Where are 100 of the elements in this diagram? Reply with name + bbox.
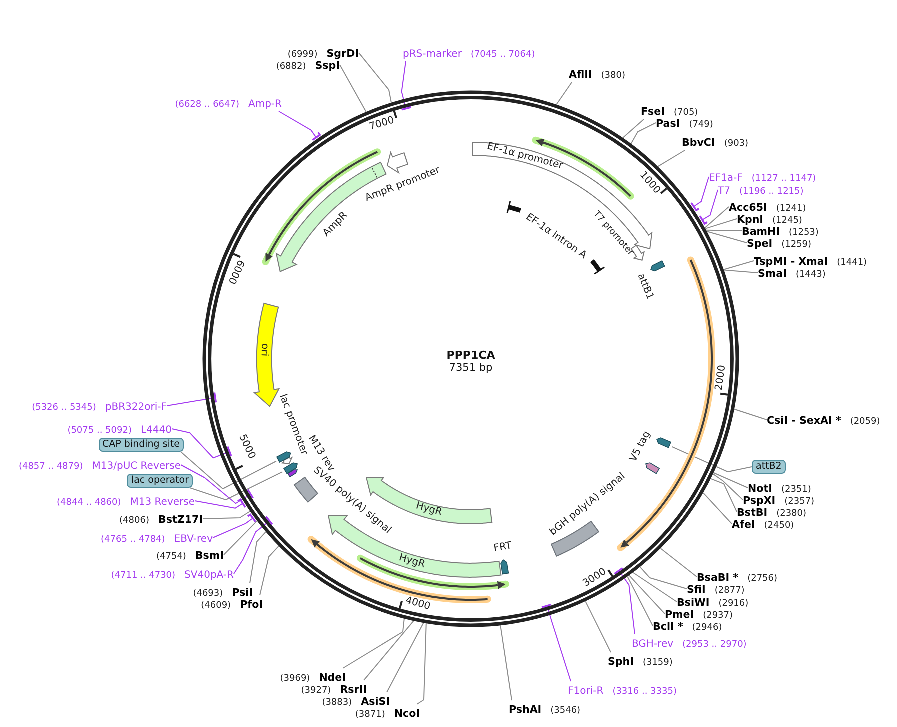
- enzyme-name: SpeI: [747, 238, 773, 250]
- leader-line: [704, 206, 730, 229]
- enzyme-name: AflII: [569, 68, 592, 80]
- enzyme-name: BclI *: [653, 620, 684, 632]
- cut-site-position: (3883): [322, 698, 352, 708]
- enzyme-name: RsrII: [340, 684, 367, 696]
- leader-line: [386, 622, 424, 693]
- cut-site-position: (2380): [776, 508, 807, 518]
- leader-line: [724, 260, 754, 270]
- enzyme-name: KpnI: [737, 214, 764, 226]
- cut-site-position: (903): [724, 138, 749, 148]
- primer-name: T7: [718, 186, 730, 196]
- leader-line: [632, 572, 678, 602]
- cut-site-position: (1253): [788, 228, 819, 238]
- cut-site-position: (380): [601, 70, 626, 80]
- leader-line: [278, 111, 321, 142]
- primer-position: (5075 .. 5092): [68, 426, 132, 436]
- primer-name: F1ori-R: [568, 686, 604, 696]
- enzyme-name: SmaI: [758, 268, 787, 280]
- primer-name: SV40pA-R: [184, 570, 234, 580]
- enzyme-name: FseI: [641, 106, 665, 118]
- cut-site-position: (3871): [355, 710, 386, 720]
- feature-marker: [282, 462, 298, 475]
- primer-position: (3316 .. 3335): [612, 686, 677, 696]
- leader-line: [416, 623, 427, 705]
- cut-site-position: (1245): [772, 216, 802, 226]
- enzyme-name: CsiI - SexAI *: [767, 414, 842, 426]
- enzyme-name: SspI: [315, 60, 340, 72]
- leader-line: [699, 190, 718, 225]
- primer-position: (1196 .. 1215): [739, 186, 804, 196]
- cut-site-position: (1259): [782, 240, 812, 250]
- cut-site-position: (6882): [276, 62, 306, 72]
- enzyme-name: BbvCI: [682, 136, 716, 148]
- enzyme-name: SgrDI: [326, 48, 359, 60]
- enzyme-name: PfoI: [240, 598, 263, 610]
- primer-position: (4711 .. 4730): [111, 570, 176, 580]
- leader-line: [500, 625, 512, 701]
- leader-line: [706, 231, 748, 244]
- leader-line: [400, 61, 412, 111]
- leader-line: [640, 566, 688, 590]
- primer-name: EF1a-F: [709, 172, 743, 184]
- leader-line: [342, 618, 405, 669]
- cut-site-position: (2357): [784, 496, 815, 506]
- enzyme-name: PshAI: [509, 704, 542, 716]
- cut-site-position: (2059): [850, 416, 880, 426]
- primer-name: BGH-rev: [632, 638, 674, 650]
- leader-line: [702, 492, 732, 524]
- primer-name: pRS-marker: [403, 48, 462, 60]
- leader-line: [250, 532, 266, 584]
- leader-line: [202, 511, 251, 520]
- tick-label: 2000: [714, 364, 728, 392]
- feature-label: lac operator: [127, 474, 193, 488]
- leader-line: [734, 408, 768, 420]
- primer-name: M13 Reverse: [130, 496, 195, 508]
- feature-label: FRT: [493, 540, 513, 556]
- cut-site-position: (2351): [781, 484, 812, 494]
- leader-line: [630, 122, 656, 144]
- leader-line: [710, 478, 738, 512]
- leader-line: [212, 514, 257, 538]
- leader-line: [358, 52, 392, 104]
- enzyme-name: AsiSI: [361, 696, 390, 708]
- leader-line: [706, 230, 742, 232]
- primer-position: (1127 .. 1147): [752, 174, 816, 184]
- primer-position: (4844 .. 4860): [56, 498, 122, 508]
- cut-site-position: (4806): [120, 516, 150, 526]
- primer-name: L4440: [140, 424, 172, 436]
- cut-site-position: (1441): [837, 258, 868, 268]
- cut-site-position: (4693): [193, 588, 224, 598]
- primer-position: (6628 .. 6647): [175, 100, 240, 110]
- leader-line: [260, 546, 280, 596]
- leader-line: [628, 575, 666, 614]
- feature-label: attB2: [752, 460, 786, 474]
- feature-marker: [656, 437, 672, 450]
- plasmid-name: PPP1CA: [446, 350, 496, 362]
- enzyme-name: PasI: [656, 118, 680, 130]
- tick-label: 6000: [225, 258, 246, 286]
- leader-line: [660, 548, 698, 578]
- leader-line: [705, 218, 738, 230]
- feature-label: HygR: [414, 500, 444, 520]
- leader-line: [724, 270, 758, 274]
- leader-line: [364, 620, 414, 681]
- feature-label: EF-1α promoter: [486, 140, 565, 173]
- primer-position: (4765 .. 4784): [101, 534, 166, 544]
- leader-line: [713, 472, 748, 488]
- leader-line: [166, 392, 218, 406]
- enzyme-name: SfiI: [687, 584, 706, 596]
- feature-label: V5 tag: [628, 430, 654, 464]
- enzyme-name: PspXI: [743, 494, 776, 506]
- cut-site-position: (2937): [703, 610, 734, 620]
- tick-label: 4000: [404, 595, 432, 614]
- cut-site-position: (2946): [692, 622, 722, 632]
- leader-line: [194, 498, 246, 509]
- leader-line: [180, 464, 254, 504]
- enzyme-name: TspMI - XmaI: [754, 256, 828, 268]
- leader-line: [542, 604, 572, 682]
- primer-position: (2953 .. 2970): [682, 640, 747, 650]
- enzyme-name: PsiI: [232, 586, 253, 598]
- cut-site-position: (3969): [280, 674, 310, 684]
- leader-line: [180, 452, 277, 490]
- leader-line: [234, 516, 274, 574]
